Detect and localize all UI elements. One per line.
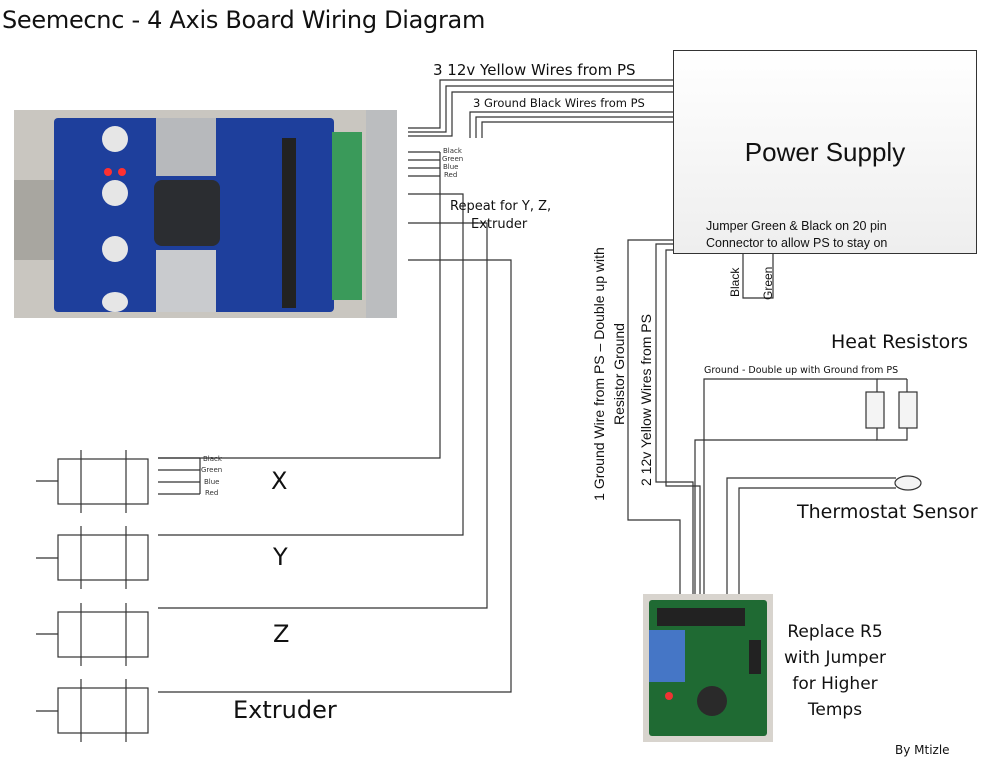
db25-connector: [14, 180, 54, 260]
thermostat-sensor-symbol: [894, 475, 922, 491]
thermostat-note: Replace R5 with Jumper for Higher Temps: [779, 619, 891, 723]
resistor-ground-label: Ground - Double up with Ground from PS: [704, 365, 899, 376]
note-line: Temps: [807, 700, 863, 720]
thermostat-pcb: [649, 600, 767, 736]
note-line: Replace R5: [787, 622, 883, 642]
motor-y-symbol: [36, 526, 149, 589]
motor-z-symbol: [36, 603, 149, 666]
green-terminal-block: [332, 132, 362, 300]
wire-ps-ground: [627, 239, 681, 596]
motor-y-label: Y: [273, 543, 288, 571]
ic-chip: [749, 640, 761, 674]
author-credit: By Mtizle: [895, 743, 950, 757]
wire-color-red: Red: [444, 171, 458, 179]
wire-ground-2: [475, 116, 673, 138]
motor-z-label: Z: [273, 620, 290, 648]
wire-ground-3: [481, 121, 673, 138]
wire-color-blue: Blue: [443, 163, 459, 171]
wire-yellow-3: [408, 91, 673, 137]
driver-ic-strip: [282, 138, 296, 308]
motor-extruder-label: Extruder: [233, 696, 337, 724]
wire-ground-1: [469, 111, 673, 138]
jumper-note-line1: Jumper Green & Black on 20 pin: [706, 219, 887, 233]
led: [665, 692, 673, 700]
motor-wire-red: Red: [205, 489, 219, 497]
wire-color-black: Black: [443, 147, 462, 155]
wire-resistor-ground: [703, 378, 878, 596]
driver-pcb: [54, 118, 334, 312]
capacitor: [102, 180, 128, 206]
heatsink-top: [156, 118, 216, 176]
ground-wires-label: 3 Ground Black Wires from PS: [473, 96, 645, 110]
note-line: with Jumper: [783, 648, 887, 668]
jumper-green-label: Green: [761, 266, 775, 300]
ground-wire-double-label: 1 Ground Wire from PS – Double up with R…: [589, 218, 629, 530]
potentiometer-knob: [697, 686, 727, 716]
yellow-2-wires-label: 2 12v Yellow Wires from PS: [638, 314, 654, 486]
motor-x-label: X: [271, 467, 288, 495]
yellow-wires-label: 3 12v Yellow Wires from PS: [433, 61, 636, 79]
ground-double-line1: 1 Ground Wire from PS – Double up with: [591, 247, 607, 501]
led-indicators: [104, 168, 112, 176]
motor-extruder-symbol: [36, 679, 149, 742]
wire-extruder: [158, 259, 512, 693]
thermostat-board-photo: [643, 594, 773, 742]
power-supply-label: Power Supply: [744, 137, 906, 167]
heat-resistors-label: Heat Resistors: [831, 331, 969, 353]
repeat-label-line2: Extruder: [471, 217, 528, 232]
wire-yellow-2: [408, 85, 673, 133]
cooling-fan: [154, 180, 220, 246]
power-supply-box: Power Supply Jumper Green & Black on 20 …: [673, 50, 977, 254]
repeat-label-line1: Repeat for Y, Z,: [450, 199, 552, 214]
capacitor: [102, 292, 128, 312]
heatsink-bottom: [156, 250, 216, 312]
wire-x: [158, 152, 441, 459]
screw-terminals: [657, 608, 745, 626]
motor-wire-blue: Blue: [204, 478, 220, 486]
resistor-2: [898, 391, 918, 429]
jumper-note-line2: Connector to allow PS to stay on: [706, 236, 888, 250]
capacitor: [102, 126, 128, 152]
stepper-driver-board-photo: [14, 110, 397, 318]
wire-yellow-1: [408, 79, 673, 129]
wire-ps-yellow-1: [655, 243, 694, 596]
motor-wire-black: Black: [203, 455, 222, 463]
wire-y: [158, 193, 464, 536]
motor-wire-green: Green: [201, 466, 223, 474]
capacitor: [102, 236, 128, 262]
wire-resistor-return: [876, 428, 908, 441]
wire-z: [158, 222, 488, 609]
jumper-wire: [742, 252, 774, 299]
aluminum-rail: [366, 110, 397, 318]
thermostat-sensor-label: Thermostat Sensor: [797, 501, 978, 523]
note-line: for Higher: [792, 674, 878, 694]
relay: [649, 630, 685, 682]
jumper-black-label: Black: [728, 267, 742, 297]
wire-color-green: Green: [442, 155, 464, 163]
wire-sensor-2: [738, 487, 896, 596]
power-supply-jumper-note: Jumper Green & Black on 20 pin Connector…: [706, 218, 887, 252]
wire-sensor-1: [726, 477, 896, 596]
page-title: Seemecnc - 4 Axis Board Wiring Diagram: [2, 6, 486, 34]
motor-x-symbol: [36, 450, 201, 513]
resistor-1: [865, 391, 885, 429]
wire-ps-yellow-2: [665, 249, 701, 596]
ground-double-line2: Resistor Ground: [611, 323, 627, 425]
